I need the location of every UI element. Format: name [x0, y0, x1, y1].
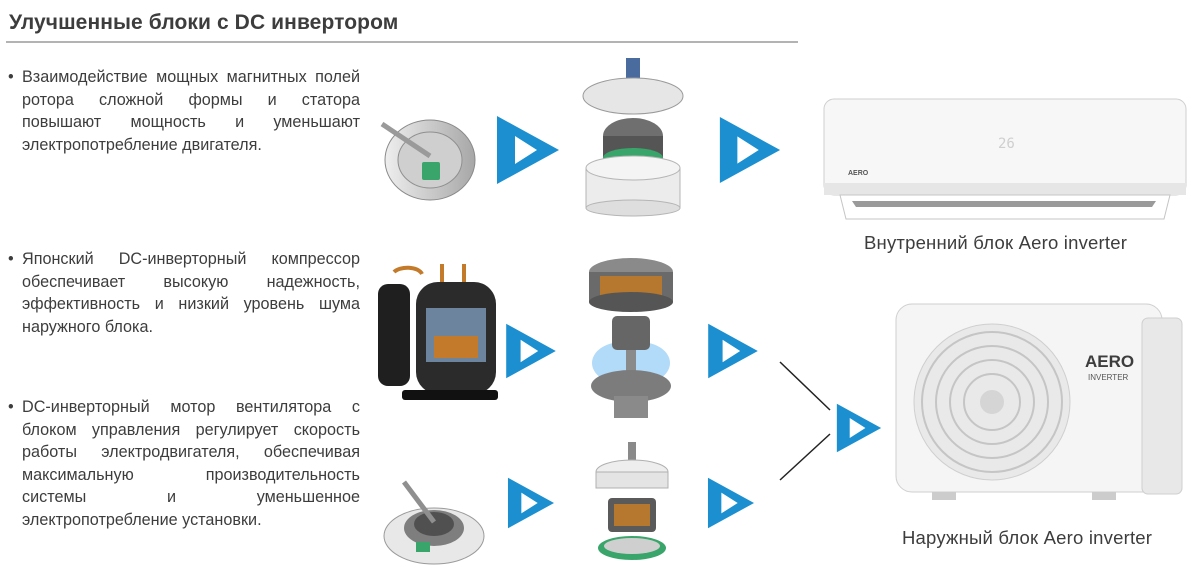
exploded-compressor-image: [589, 258, 673, 418]
exploded-motor-image: [582, 58, 684, 217]
outdoor-logo-sub: INVERTER: [1088, 373, 1129, 382]
title-divider: [6, 41, 798, 43]
play-triangle-icon: [497, 116, 559, 184]
play-triangle-icon: [707, 477, 755, 529]
indoor-logo: AERO: [848, 170, 869, 177]
bullet-compressor: • Японский DC-инверторный компрессор обе…: [8, 248, 360, 338]
bullet-text: DC-инверторный мотор вентилятора с блоко…: [22, 398, 360, 529]
dc-motor-image: [380, 119, 476, 201]
indoor-display: 26: [998, 136, 1015, 152]
bullet-marker: •: [8, 68, 14, 86]
bullet-rotor: • Взаимодействие мощных магнитных полей …: [8, 66, 360, 156]
merge-connector-lines: [779, 361, 831, 481]
outdoor-logo: AERO: [1085, 352, 1134, 371]
page-title: Улучшенные блоки с DC инвертором: [9, 11, 399, 34]
bullet-marker: •: [8, 250, 14, 268]
play-triangle-icon: [719, 116, 781, 184]
bullet-text: Взаимодействие мощных магнитных полей ро…: [22, 68, 360, 154]
bullet-marker: •: [8, 398, 14, 416]
dc-compressor-image: [378, 264, 498, 400]
play-triangle-icon: [506, 323, 556, 379]
play-triangle-icon: [507, 477, 555, 529]
indoor-unit-image: 26 AERO: [823, 98, 1187, 220]
exploded-fan-motor-image: [595, 442, 669, 560]
indoor-unit-caption: Внутренний блок Aero inverter: [864, 232, 1128, 253]
bullet-text: Японский DC-инверторный компрессор обесп…: [22, 250, 360, 336]
fan-motor-image: [383, 480, 485, 565]
play-triangle-icon: [708, 323, 758, 379]
outdoor-unit-caption: Наружный блок Aero inverter: [902, 527, 1153, 548]
outdoor-unit-image: AERO INVERTER: [895, 303, 1183, 500]
bullet-fan-motor: • DC-инверторный мотор вентилятора с бло…: [8, 396, 360, 531]
play-triangle-icon: [836, 403, 882, 453]
